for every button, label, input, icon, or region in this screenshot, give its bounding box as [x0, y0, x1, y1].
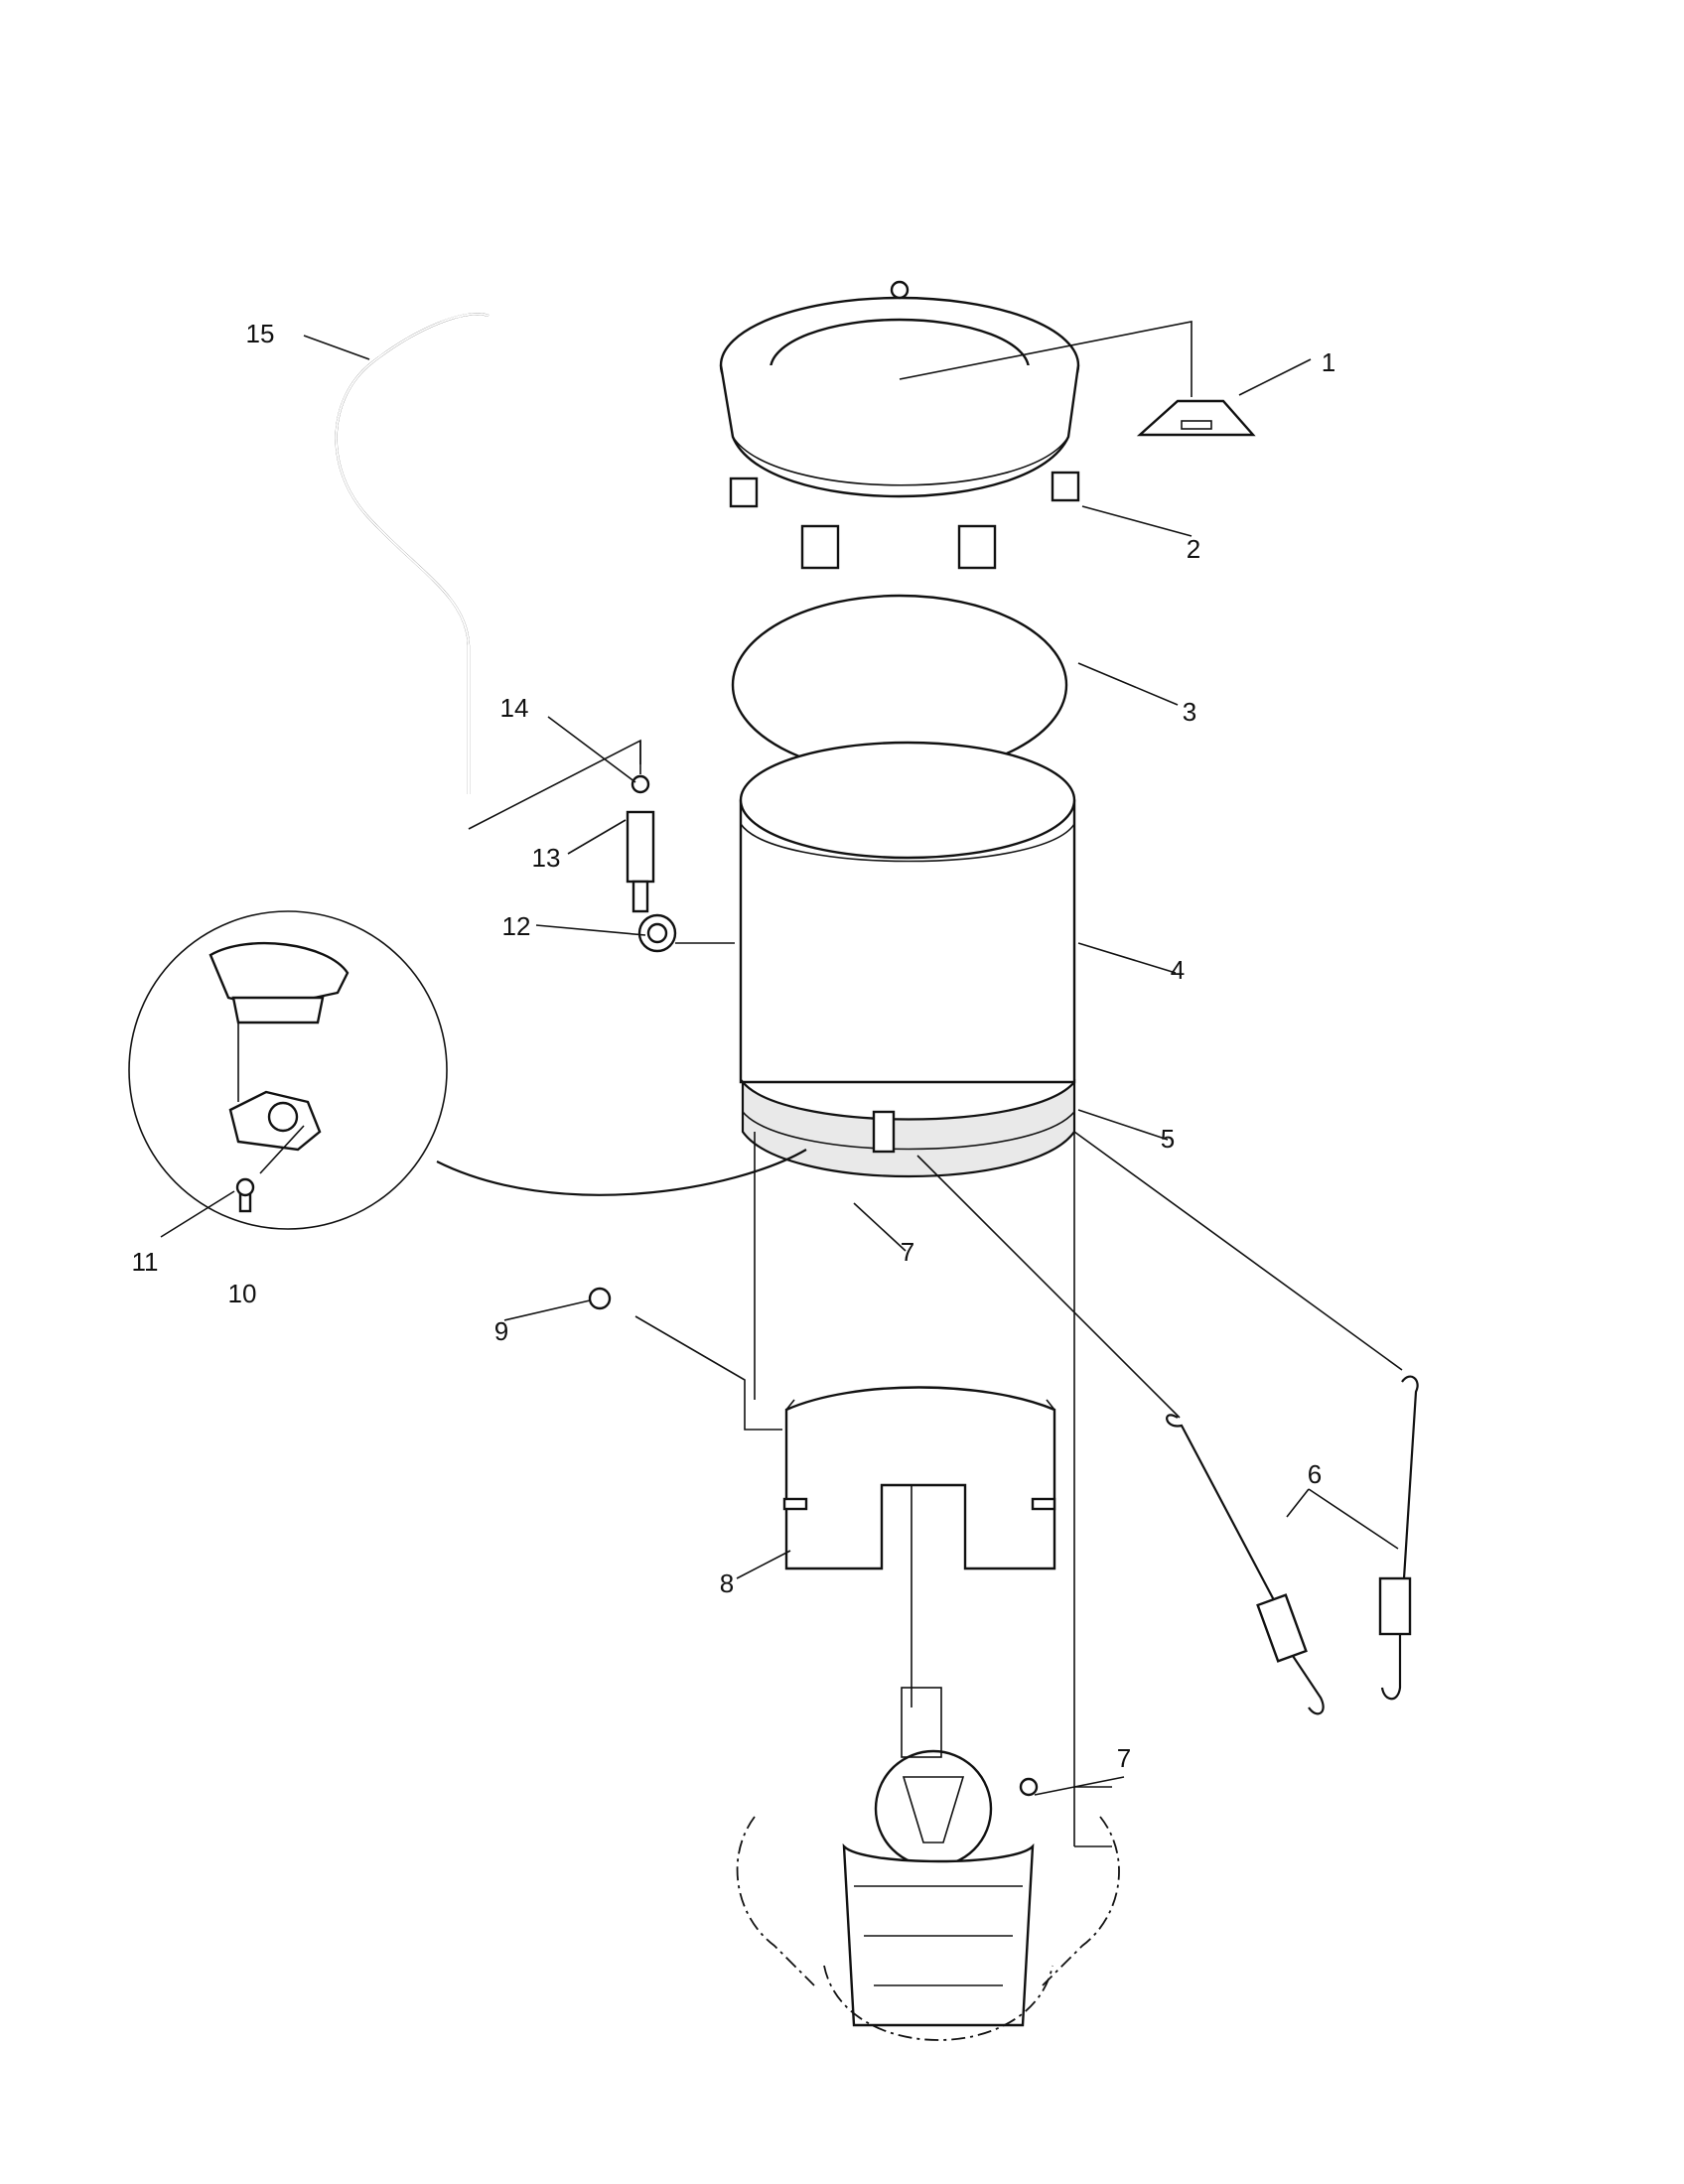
- callout-12: 12: [502, 911, 531, 941]
- leader-lines: [160, 335, 1399, 1796]
- part-15-hose: [335, 313, 490, 794]
- part-6-spring-left: [1166, 1414, 1325, 1715]
- alignment-lines: [754, 1132, 1112, 1847]
- callout-9: 9: [494, 1316, 508, 1346]
- part-11-screw: [235, 1177, 255, 1213]
- part-13-pressure-dome: [626, 741, 655, 913]
- part-1-bracket: [1136, 399, 1256, 437]
- callout-14: 14: [500, 693, 529, 723]
- callout-4: 4: [1171, 955, 1185, 985]
- callout-7a: 7: [901, 1237, 914, 1267]
- part-9-screw: [588, 1287, 782, 1431]
- callout-3: 3: [1183, 697, 1196, 727]
- callout-8: 8: [720, 1569, 734, 1598]
- detail-circle: [128, 910, 807, 1230]
- hose-bracket-line: [468, 739, 641, 830]
- callout-6: 6: [1308, 1459, 1322, 1489]
- callout-11: 11: [132, 1247, 159, 1277]
- part-6-spring-right: [1378, 1375, 1419, 1701]
- callout-15: 15: [246, 319, 275, 348]
- part-4-tub: [739, 741, 1076, 1084]
- callout-2: 2: [1187, 534, 1200, 564]
- spring-right-line: [1073, 1131, 1403, 1371]
- callout-13: 13: [532, 843, 561, 873]
- callout-1: 1: [1322, 347, 1335, 377]
- part-5-tub-base: [741, 1078, 1076, 1178]
- part-2-tub-ring: [719, 280, 1193, 570]
- part-12-grommet: [637, 913, 735, 953]
- base-assembly: [736, 1687, 1120, 2041]
- callout-5: 5: [1161, 1124, 1175, 1154]
- part-8-shield: [782, 1386, 1056, 1570]
- callout-10: 10: [228, 1279, 257, 1308]
- spring-left-line: [916, 1155, 1181, 1419]
- callout-7b: 7: [1117, 1743, 1131, 1773]
- callouts: 15 1 2 3 14 13 12 4 5 7 11 10 9 6 8 7: [132, 319, 1336, 1773]
